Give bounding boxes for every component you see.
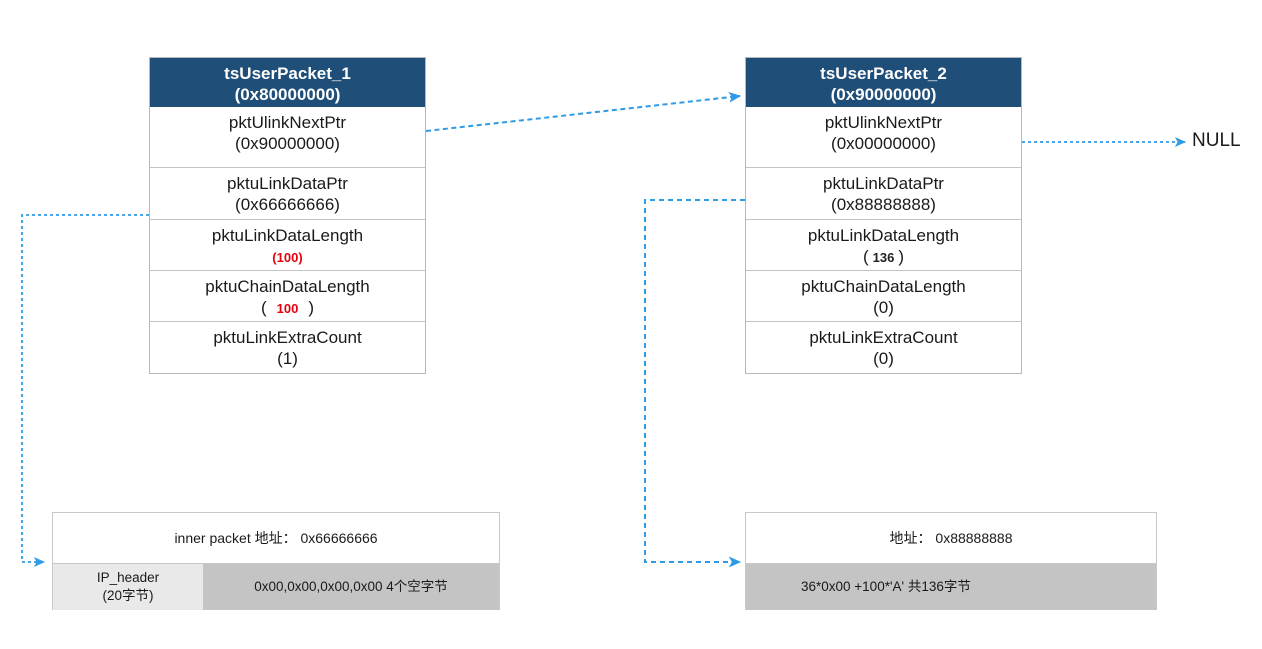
struct-row-pktuChainDataLength: pktuChainDataLength (100) — [150, 270, 425, 321]
field-value: (0x00000000) — [831, 134, 936, 154]
struct-row-pktuLinkDataLength: pktuLinkDataLength (136) — [746, 219, 1021, 270]
struct-row-pktuLinkDataPtr: pktuLinkDataPtr (0x66666666) — [150, 167, 425, 219]
cell-label-line1: IP_header — [96, 570, 160, 586]
struct-address: (0x80000000) — [234, 84, 341, 104]
field-value: (1) — [277, 349, 298, 369]
field-value-highlight: (100) — [272, 250, 303, 266]
struct-table-packet1: tsUserPacket_1 (0x80000000) pktUlinkNext… — [149, 57, 426, 374]
field-value-wrap: (136) — [862, 247, 905, 267]
field-value: (0) — [873, 349, 894, 369]
field-value: (0) — [873, 298, 894, 318]
struct-table-packet2: tsUserPacket_2 (0x90000000) pktUlinkNext… — [745, 57, 1022, 374]
field-value-wrap: (100) — [154, 246, 421, 267]
field-name: pktuLinkExtraCount — [809, 328, 958, 347]
buffer1-address-label: inner packet 地址： 0x66666666 — [174, 530, 378, 546]
buffer2-address-label: 地址： 0x88888888 — [889, 530, 1013, 546]
field-name: pktUlinkNextPtr — [824, 113, 943, 132]
struct-header-packet1: tsUserPacket_1 (0x80000000) — [150, 58, 425, 107]
struct-row-pktUlinkNextPtr: pktUlinkNextPtr (0x00000000) — [746, 107, 1021, 167]
struct-row-pktuLinkDataLength: pktuLinkDataLength (100) — [150, 219, 425, 270]
buffer1-cell-ip-header: IP_header (20字节) — [53, 564, 203, 610]
struct-row-pktuChainDataLength: pktuChainDataLength (0) — [746, 270, 1021, 321]
arrow-data-ptr-1-to-buffer1 — [21, 214, 149, 567]
field-value: 100 — [276, 250, 299, 266]
field-name: pktUlinkNextPtr — [228, 113, 347, 132]
field-name: pktuChainDataLength — [205, 277, 370, 296]
null-label: NULL — [1192, 130, 1241, 151]
buffer1-cells: IP_header (20字节) 0x00,0x00,0x00,0x00 4个空… — [53, 563, 499, 610]
struct-title: tsUserPacket_1 — [224, 64, 351, 83]
arrow-data-ptr-2-to-buffer2 — [644, 199, 745, 568]
field-value: (0x90000000) — [235, 134, 340, 154]
field-value: (0x88888888) — [831, 195, 936, 215]
struct-row-pktuLinkDataPtr: pktuLinkDataPtr (0x88888888) — [746, 167, 1021, 219]
field-value: 136 — [872, 250, 895, 266]
struct-header-packet2: tsUserPacket_2 (0x90000000) — [746, 58, 1021, 107]
field-name: pktuChainDataLength — [801, 277, 966, 296]
buffer2-cell-payload: 36*0x00 +100*'A' 共136字节 — [746, 564, 1156, 610]
field-value: 100 — [276, 301, 299, 317]
field-name: pktuLinkDataPtr — [227, 174, 348, 193]
field-name: pktuLinkDataLength — [807, 226, 960, 245]
field-value: (0x66666666) — [235, 195, 340, 215]
struct-address: (0x90000000) — [830, 84, 937, 104]
cell-label-line2: (20字节) — [102, 588, 154, 603]
buffer1-cell-padding: 0x00,0x00,0x00,0x00 4个空字节 — [203, 564, 499, 610]
arrow-next-ptr-1-to-packet2 — [425, 91, 742, 132]
struct-title: tsUserPacket_2 — [820, 64, 947, 83]
struct-row-pktuLinkExtraCount: pktuLinkExtraCount (1) — [150, 321, 425, 373]
field-name: pktuLinkExtraCount — [213, 328, 362, 347]
buffer2-cells: 36*0x00 +100*'A' 共136字节 — [746, 563, 1156, 610]
field-value-wrap: (100) — [260, 298, 315, 318]
memory-block-buffer1: inner packet 地址： 0x66666666 IP_header (2… — [52, 512, 500, 610]
field-name: pktuLinkDataPtr — [823, 174, 944, 193]
memory-block-buffer2: 地址： 0x88888888 36*0x00 +100*'A' 共136字节 — [745, 512, 1157, 610]
field-name: pktuLinkDataLength — [211, 226, 364, 245]
struct-row-pktuLinkExtraCount: pktuLinkExtraCount (0) — [746, 321, 1021, 373]
struct-row-pktUlinkNextPtr: pktUlinkNextPtr (0x90000000) — [150, 107, 425, 167]
